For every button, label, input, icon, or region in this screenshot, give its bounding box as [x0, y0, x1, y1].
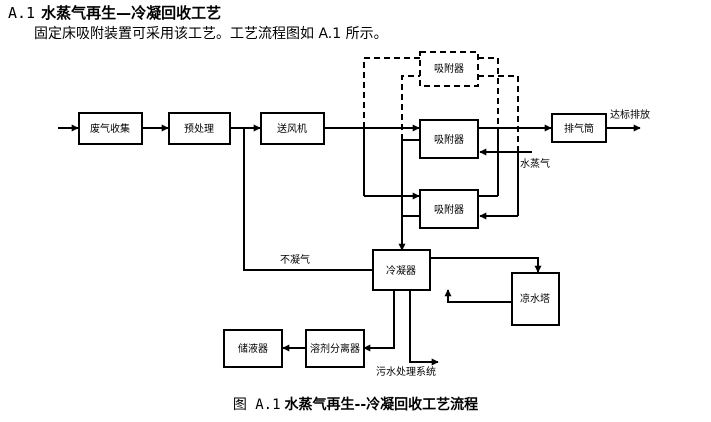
section-heading: A.1 水蒸气再生—冷凝回收工艺: [8, 2, 221, 23]
dashed-steam-line: [478, 75, 519, 152]
blower-label: 送风机: [277, 122, 307, 135]
condenser-box: [372, 249, 431, 291]
figure-caption-text: 水蒸气再生--冷凝回收工艺流程: [284, 397, 479, 413]
discharge-label: 达标排放: [610, 108, 650, 121]
adsorber-bottom-label: 吸附器: [434, 203, 464, 216]
cooling-tower-box: [511, 272, 560, 326]
dashed-feed-line: [363, 57, 420, 128]
non-condensable-gas-label: 不凝气: [280, 253, 310, 266]
solvent-separator-label: 溶剂分离器: [310, 342, 360, 355]
figure-number: 图 A.1: [232, 397, 281, 413]
steam-label: 水蒸气: [520, 157, 550, 170]
section-intro: 固定床吸附装置可采用该工艺。工艺流程图如 A.1 所示。: [34, 26, 388, 42]
wastewater-treatment-label: 污水处理系统: [376, 365, 436, 378]
adsorber-top-dashed-frame: [419, 51, 479, 87]
wastewater-line: [409, 290, 439, 366]
storage-tank-box: [223, 329, 283, 368]
adsorber-middle-label: 吸附器: [434, 133, 464, 146]
non-condensable-gas-line: [243, 128, 373, 271]
pretreatment-box: [168, 112, 231, 145]
storage-tank-label: 储液器: [238, 342, 268, 355]
waste-gas-collection-label: 废气收集: [90, 122, 130, 135]
exhaust-stack-box: [551, 113, 607, 143]
pretreatment-label: 预处理: [184, 123, 214, 135]
section-number: A.1: [8, 4, 36, 22]
adsorber-top-label: 吸附器: [434, 62, 464, 75]
cooling-water-return: [444, 289, 512, 303]
solvent-separator-box: [305, 329, 365, 368]
condensate-to-separator: [363, 290, 395, 352]
exhaust-stack-label: 排气筒: [564, 122, 594, 135]
dashed-regen-line: [401, 75, 420, 140]
adsorber-bottom-box: [419, 189, 479, 229]
section-title: 水蒸气再生—冷凝回收工艺: [41, 4, 222, 22]
adsorber-middle-box: [419, 119, 479, 159]
cooling-water-out: [430, 257, 542, 273]
cooling-tower-label: 凉水塔: [520, 292, 550, 305]
condenser-label: 冷凝器: [386, 264, 416, 277]
waste-gas-collection-box: [78, 112, 143, 145]
dashed-outlet-line: [478, 57, 499, 128]
blower-box: [260, 112, 325, 145]
